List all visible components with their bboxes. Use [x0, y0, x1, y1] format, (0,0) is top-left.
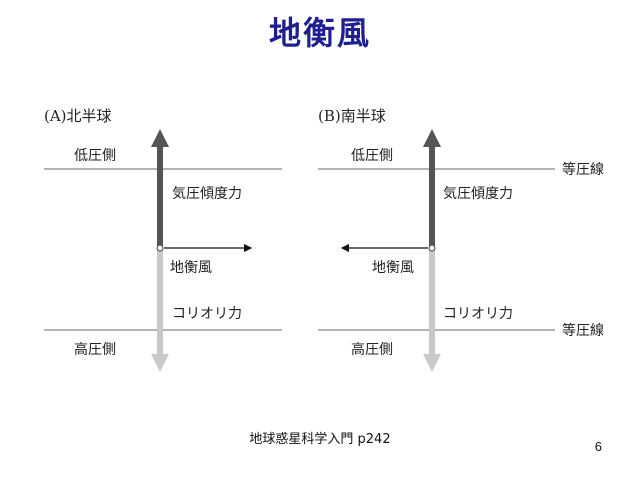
source-citation: 地球惑星科学入門 p242 — [249, 432, 391, 447]
air-parcel — [156, 244, 164, 252]
pressure-gradient-force-label: 気圧傾度力 — [172, 186, 242, 202]
low-pressure-label: 低圧側 — [351, 148, 393, 164]
coriolis-force-label: コリオリ力 — [443, 306, 513, 322]
isobar-label-top: 等圧線 — [562, 161, 604, 178]
page-number: 6 — [594, 439, 602, 454]
panel-label: (A)北半球 — [44, 107, 112, 125]
low-pressure-label: 低圧側 — [74, 148, 116, 164]
panel-northern-hemisphere: (A)北半球 低圧側 高圧側 気圧傾度力 地衡風 コリオリ力 — [44, 107, 282, 372]
high-pressure-label: 高圧側 — [351, 341, 393, 358]
slide-title: 地衡風 — [268, 14, 371, 52]
coriolis-force-label: コリオリ力 — [172, 306, 242, 322]
geostrophic-wind-label: 地衡風 — [170, 260, 212, 276]
geostrophic-wind-label: 地衡風 — [372, 260, 414, 276]
panel-label: (B)南半球 — [318, 107, 386, 125]
panel-southern-hemisphere: (B)南半球 低圧側 高圧側 等圧線 等圧線 気圧傾度力 地衡風 コリオリ力 — [318, 107, 604, 372]
pressure-gradient-force-label: 気圧傾度力 — [443, 186, 513, 202]
high-pressure-label: 高圧側 — [74, 341, 116, 358]
air-parcel — [428, 244, 436, 252]
isobar-label-bottom: 等圧線 — [562, 322, 604, 339]
